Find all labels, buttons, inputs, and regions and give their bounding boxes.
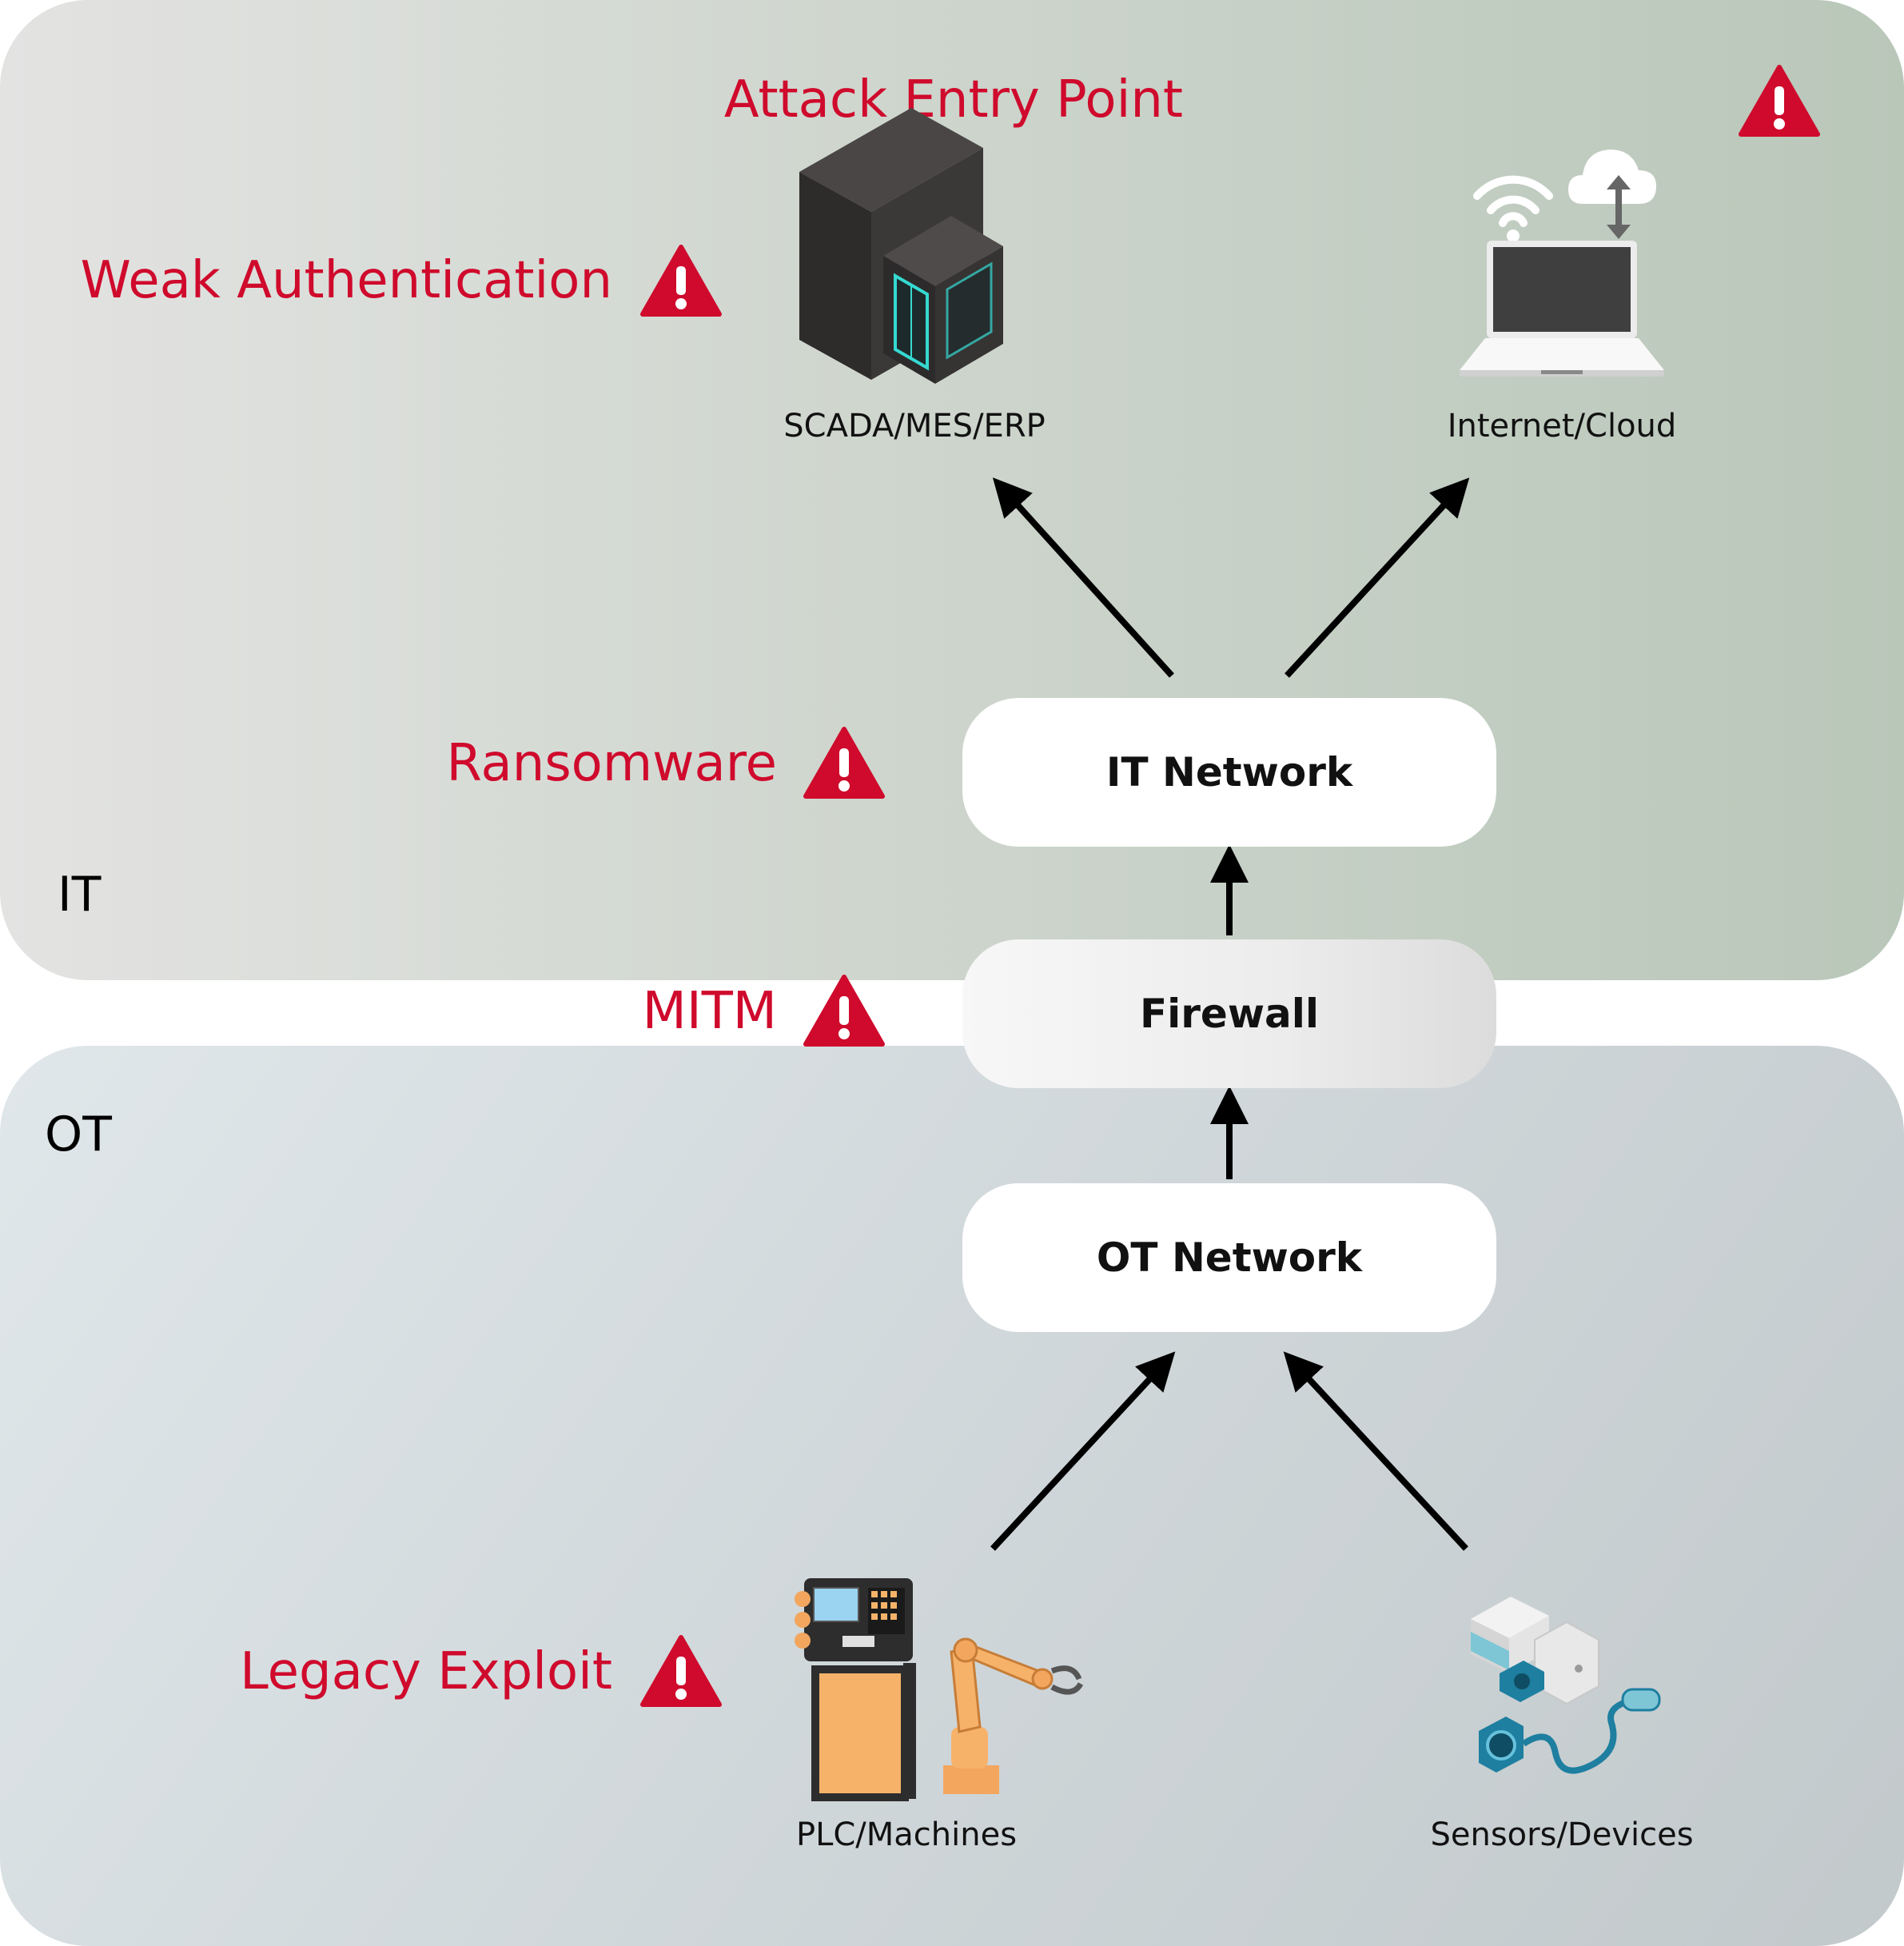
- sensor-devices-icon: [1471, 1597, 1661, 1774]
- threat-weak-authentication: Weak Authentication: [80, 251, 612, 310]
- plc-robot-arm-icon: [795, 1578, 1084, 1801]
- threat-attack-entry-point: Attack Entry Point: [723, 70, 1183, 130]
- scada-label: SCADA/MES/ERP: [783, 408, 1046, 445]
- server-rack-icon: [799, 108, 1003, 384]
- arrow-plc-to-ot: [990, 1351, 1176, 1551]
- warning-icon: [803, 726, 886, 800]
- sensors-label: Sensors/Devices: [1430, 1816, 1694, 1853]
- warning-icon: [1738, 64, 1821, 138]
- it-network-node: IT Network: [962, 698, 1496, 847]
- warning-icon: [803, 974, 886, 1047]
- wifi-icon: [1473, 175, 1553, 242]
- threat-legacy-exploit: Legacy Exploit: [240, 1642, 612, 1701]
- plc-label: PLC/Machines: [795, 1816, 1018, 1853]
- ot-network-node: OT Network: [962, 1183, 1496, 1332]
- threat-ransomware: Ransomware: [446, 734, 777, 793]
- ot-zone: [0, 1046, 1904, 1946]
- arrow-it-to-scada: [992, 477, 1174, 678]
- cloud-label: Internet/Cloud: [1447, 408, 1677, 445]
- firewall-node: Firewall: [962, 939, 1496, 1088]
- cloud-sync-icon: [1568, 150, 1656, 239]
- warning-icon: [639, 1634, 723, 1708]
- threat-mitm: MITM: [642, 982, 777, 1041]
- it-zone-label: IT: [58, 867, 102, 923]
- laptop-icon: [1460, 150, 1664, 377]
- arrow-sensors-to-ot: [1283, 1351, 1468, 1551]
- ot-zone-label: OT: [45, 1107, 112, 1162]
- arrow-it-to-cloud: [1285, 477, 1470, 678]
- warning-icon: [639, 244, 723, 317]
